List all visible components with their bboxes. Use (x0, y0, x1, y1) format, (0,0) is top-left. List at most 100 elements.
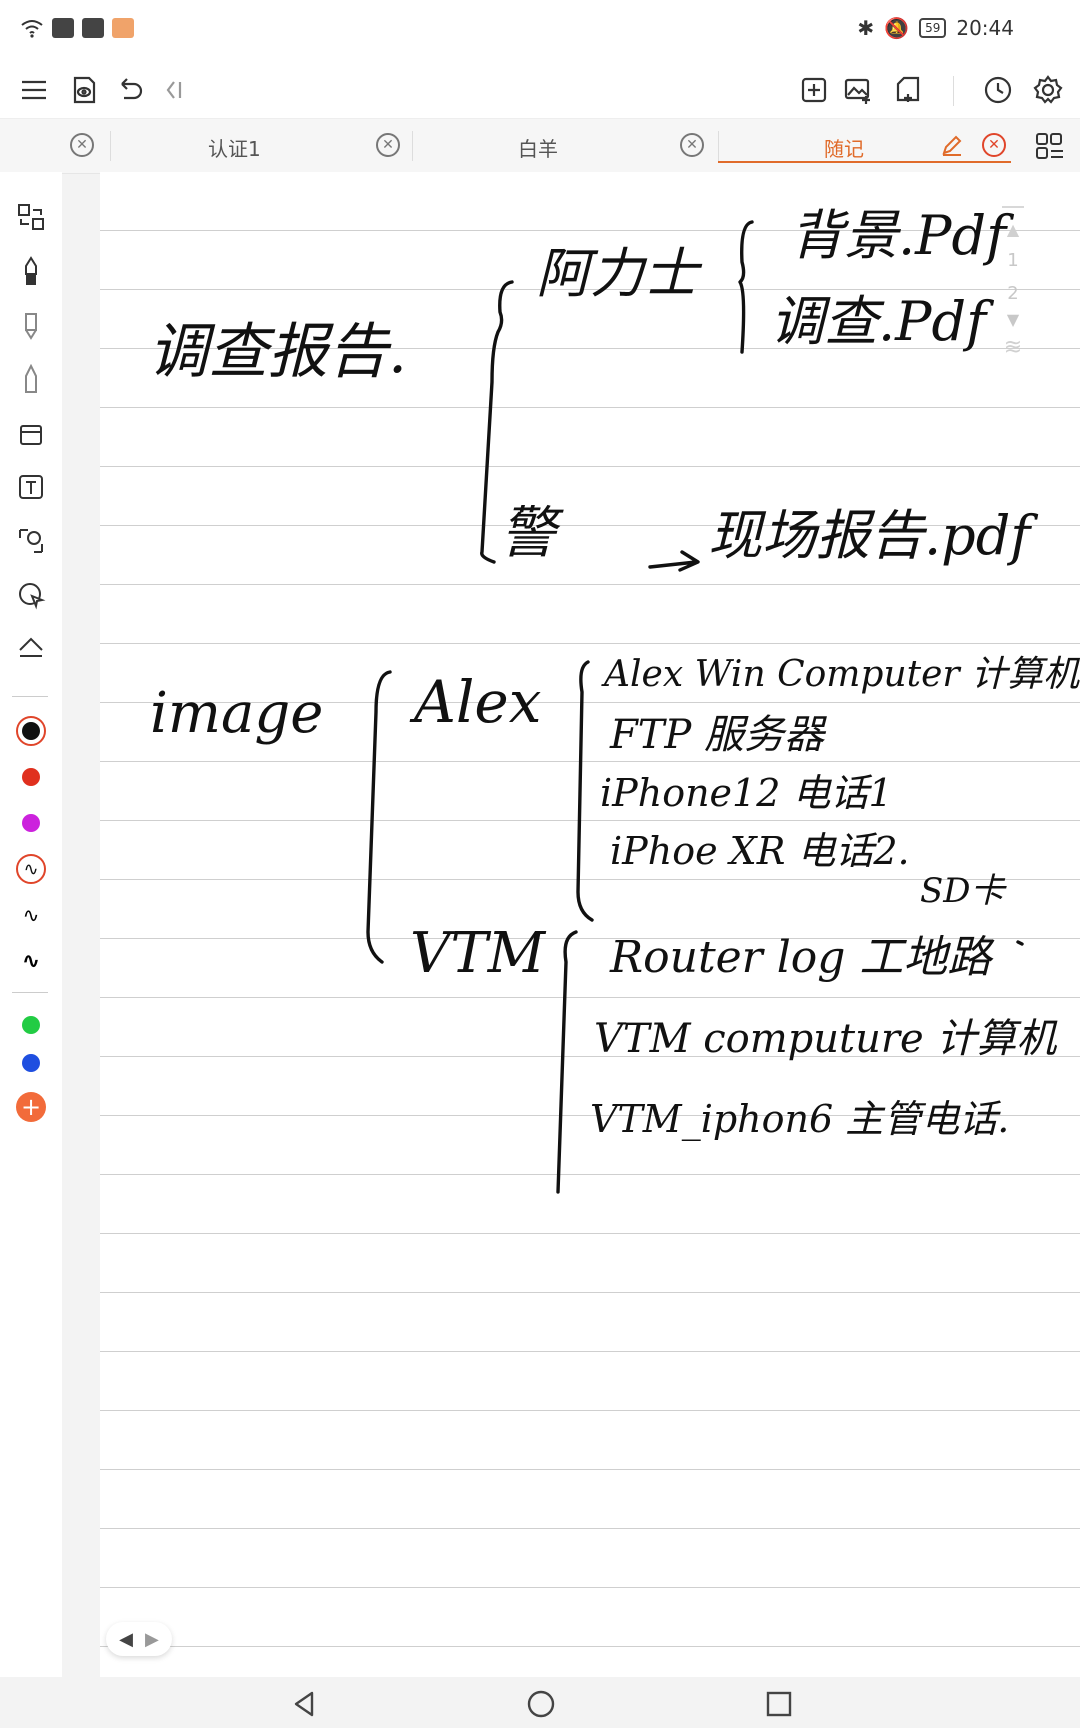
color-swatch (22, 722, 40, 740)
tab-divider (412, 131, 413, 161)
layout-icon[interactable] (12, 198, 50, 236)
system-nav-bar (0, 1677, 1080, 1728)
add-note-icon[interactable] (890, 72, 926, 108)
next-page-icon[interactable]: ▶ (145, 1628, 159, 1650)
fountain-pen-icon[interactable] (12, 252, 50, 290)
insert-image-icon[interactable] (840, 72, 876, 108)
alex-label: Alex (409, 668, 541, 736)
tab-认证1[interactable]: ✕ 认证1 ✕ (0, 119, 410, 173)
tool-panel: ∿ ∿ ∿ + (0, 172, 62, 1677)
arrow-stroke (648, 550, 700, 572)
image-label: image (150, 681, 323, 746)
mail-icon (82, 18, 104, 38)
battery-indicator: 59 (919, 18, 947, 38)
undo-icon[interactable] (112, 72, 148, 108)
alex-item: iPhone12 电话1 (600, 771, 893, 815)
color-red[interactable] (12, 758, 50, 796)
status-bar: ✱ 🔕 59 20:44 (0, 0, 1080, 62)
vtm-item: VTM_iphon6 主管电话. (590, 1097, 1009, 1142)
lasso-icon[interactable] (12, 522, 50, 560)
page-number[interactable]: 2 (1007, 283, 1019, 304)
note-canvas[interactable]: 调查报告. 阿力士 背景.Pdf 调查.Pdf 警 现场报告.pdf image… (100, 172, 1080, 1677)
alex-item: iPhoe XR 电话2. (610, 829, 910, 873)
tab-白羊[interactable]: 白羊 ✕ (412, 119, 712, 173)
alex-item: FTP 服务器 (609, 712, 827, 758)
tab-divider (718, 131, 719, 161)
back-icon[interactable] (290, 1689, 320, 1719)
vtm-item: Router log 工地路 (609, 932, 995, 983)
page-number[interactable]: 1 (1007, 250, 1019, 271)
page-handle[interactable] (1002, 206, 1024, 208)
close-tab-icon[interactable]: ✕ (680, 133, 704, 157)
stroke-width-3[interactable]: ∿ (21, 948, 41, 974)
bracket-stroke (576, 660, 594, 922)
color-green[interactable] (12, 1006, 50, 1044)
tabs-overview-icon[interactable] (1034, 131, 1066, 163)
alex-item: Alex Win Computer 计算机 (601, 654, 1080, 695)
panel-divider (12, 696, 48, 697)
color-swatch (22, 1016, 40, 1034)
close-tab-icon[interactable]: ✕ (982, 133, 1006, 157)
add-page-icon[interactable] (796, 72, 832, 108)
close-tab-icon[interactable]: ✕ (376, 133, 400, 157)
settings-icon[interactable] (1030, 72, 1066, 108)
pencil-icon[interactable] (12, 306, 50, 344)
toolbar-divider (953, 76, 954, 106)
vtm-label: VTM (410, 921, 547, 986)
chat-icon (112, 18, 134, 38)
stroke-width-1[interactable]: ∿ (12, 850, 50, 888)
color-black-selected[interactable] (12, 712, 50, 750)
page-navigator: ▲ 1 2 ▼ ≋ (998, 200, 1028, 360)
color-swatch (22, 768, 40, 786)
bracket-stroke (480, 280, 514, 564)
menu-icon[interactable] (16, 72, 52, 108)
tab-divider (110, 131, 111, 161)
clock: 20:44 (956, 16, 1014, 40)
color-swatch (22, 814, 40, 832)
marker-icon[interactable] (12, 360, 50, 398)
note-sub-2: 警 (500, 501, 564, 566)
tab-随记[interactable]: 随记 ✕ (718, 119, 1018, 173)
text-icon[interactable] (12, 468, 50, 506)
note-title: 调查报告. (148, 317, 407, 387)
bracket-stroke (556, 930, 578, 1194)
layers-icon[interactable]: ≋ (1003, 335, 1023, 360)
stroke-width-2[interactable]: ∿ (22, 903, 40, 927)
note-file-1: 背景.Pdf (790, 204, 1014, 267)
select-pointer-icon[interactable] (12, 576, 50, 614)
notebook-tabs: ✕ 认证1 ✕ 白羊 ✕ 随记 ✕ (0, 118, 1080, 174)
color-magenta[interactable] (12, 804, 50, 842)
shape-icon[interactable] (12, 628, 50, 666)
note-file-3: 现场报告.pdf (708, 504, 1038, 567)
history-icon[interactable] (980, 72, 1016, 108)
active-tab-underline (718, 161, 1011, 163)
wifi-icon (21, 20, 43, 38)
page-down-icon[interactable]: ▼ (1006, 310, 1020, 329)
tab-label: 认证1 (208, 137, 261, 161)
edit-tab-icon[interactable] (940, 133, 964, 157)
top-toolbar (0, 62, 1080, 118)
read-mode-icon[interactable] (66, 72, 102, 108)
recents-icon[interactable] (764, 1689, 794, 1719)
prev-page-icon[interactable]: ◀ (119, 1628, 133, 1650)
alex-note: SD卡 (920, 871, 1008, 911)
handwriting-layer: 调查报告. 阿力士 背景.Pdf 调查.Pdf 警 现场报告.pdf image… (148, 204, 1080, 1194)
page-up-icon[interactable]: ▲ (1006, 220, 1020, 239)
tab-label: 随记 (824, 137, 864, 161)
home-icon[interactable] (526, 1689, 556, 1719)
vtm-item: VTM computure 计算机 (594, 1016, 1058, 1062)
note-file-2: 调查.Pdf (770, 290, 994, 353)
add-color-button[interactable]: + (12, 1088, 50, 1126)
mail-icon (52, 18, 74, 38)
eraser-icon[interactable] (12, 414, 50, 452)
page-pager: ◀ ▶ (106, 1622, 172, 1656)
color-blue[interactable] (12, 1044, 50, 1082)
tab-label: 白羊 (518, 137, 558, 161)
bracket-stroke (366, 670, 392, 964)
bluetooth-icon: ✱ (857, 16, 875, 40)
bracket-stroke (738, 220, 754, 354)
collapse-icon[interactable] (156, 72, 192, 108)
close-tab-icon[interactable]: ✕ (70, 133, 94, 157)
color-swatch (22, 1054, 40, 1072)
panel-divider (12, 992, 48, 993)
